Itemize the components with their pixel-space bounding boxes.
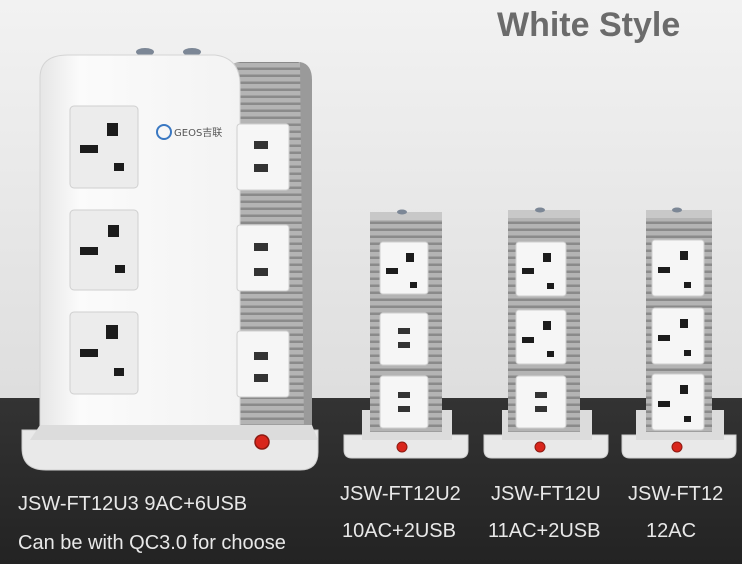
ac-socket-panel-2	[69, 209, 139, 291]
power-switch-icon	[534, 441, 546, 453]
tower-jsw-ft12	[621, 207, 737, 459]
tower-2-config: 10AC+2USB	[342, 520, 456, 542]
usb-panel-2	[236, 224, 290, 292]
tower-jsw-ft12u2	[343, 209, 469, 459]
usb-panel-1	[236, 123, 290, 191]
main-note-caption: Can be with QC3.0 for choose	[18, 532, 286, 554]
ac-socket-panel-1	[69, 105, 139, 189]
tower-4-model: JSW-FT12	[628, 483, 724, 505]
geos-logo: GEOS吉联	[156, 124, 222, 140]
ac-socket-panel-3	[69, 311, 139, 395]
tower-jsw-ft12u	[483, 207, 609, 459]
tower-2-model: JSW-FT12U2	[340, 483, 461, 505]
tower-3-config: 11AC+2USB	[488, 520, 601, 542]
power-switch-icon	[254, 434, 270, 450]
headline: White Style	[497, 6, 681, 44]
top-button-left-icon	[136, 48, 154, 56]
svg-text:GEOS吉联: GEOS吉联	[174, 127, 222, 139]
tower-4-config: 12AC	[646, 520, 697, 542]
top-button-right-icon	[183, 48, 201, 56]
main-model-caption: JSW-FT12U3 9AC+6USB	[18, 493, 248, 515]
tower-3-model: JSW-FT12U	[491, 483, 601, 505]
tower-jsw-ft12u3: GEOS吉联	[21, 48, 319, 471]
power-switch-icon	[671, 441, 683, 453]
usb-panel-3	[236, 330, 290, 398]
power-switch-icon	[396, 441, 408, 453]
